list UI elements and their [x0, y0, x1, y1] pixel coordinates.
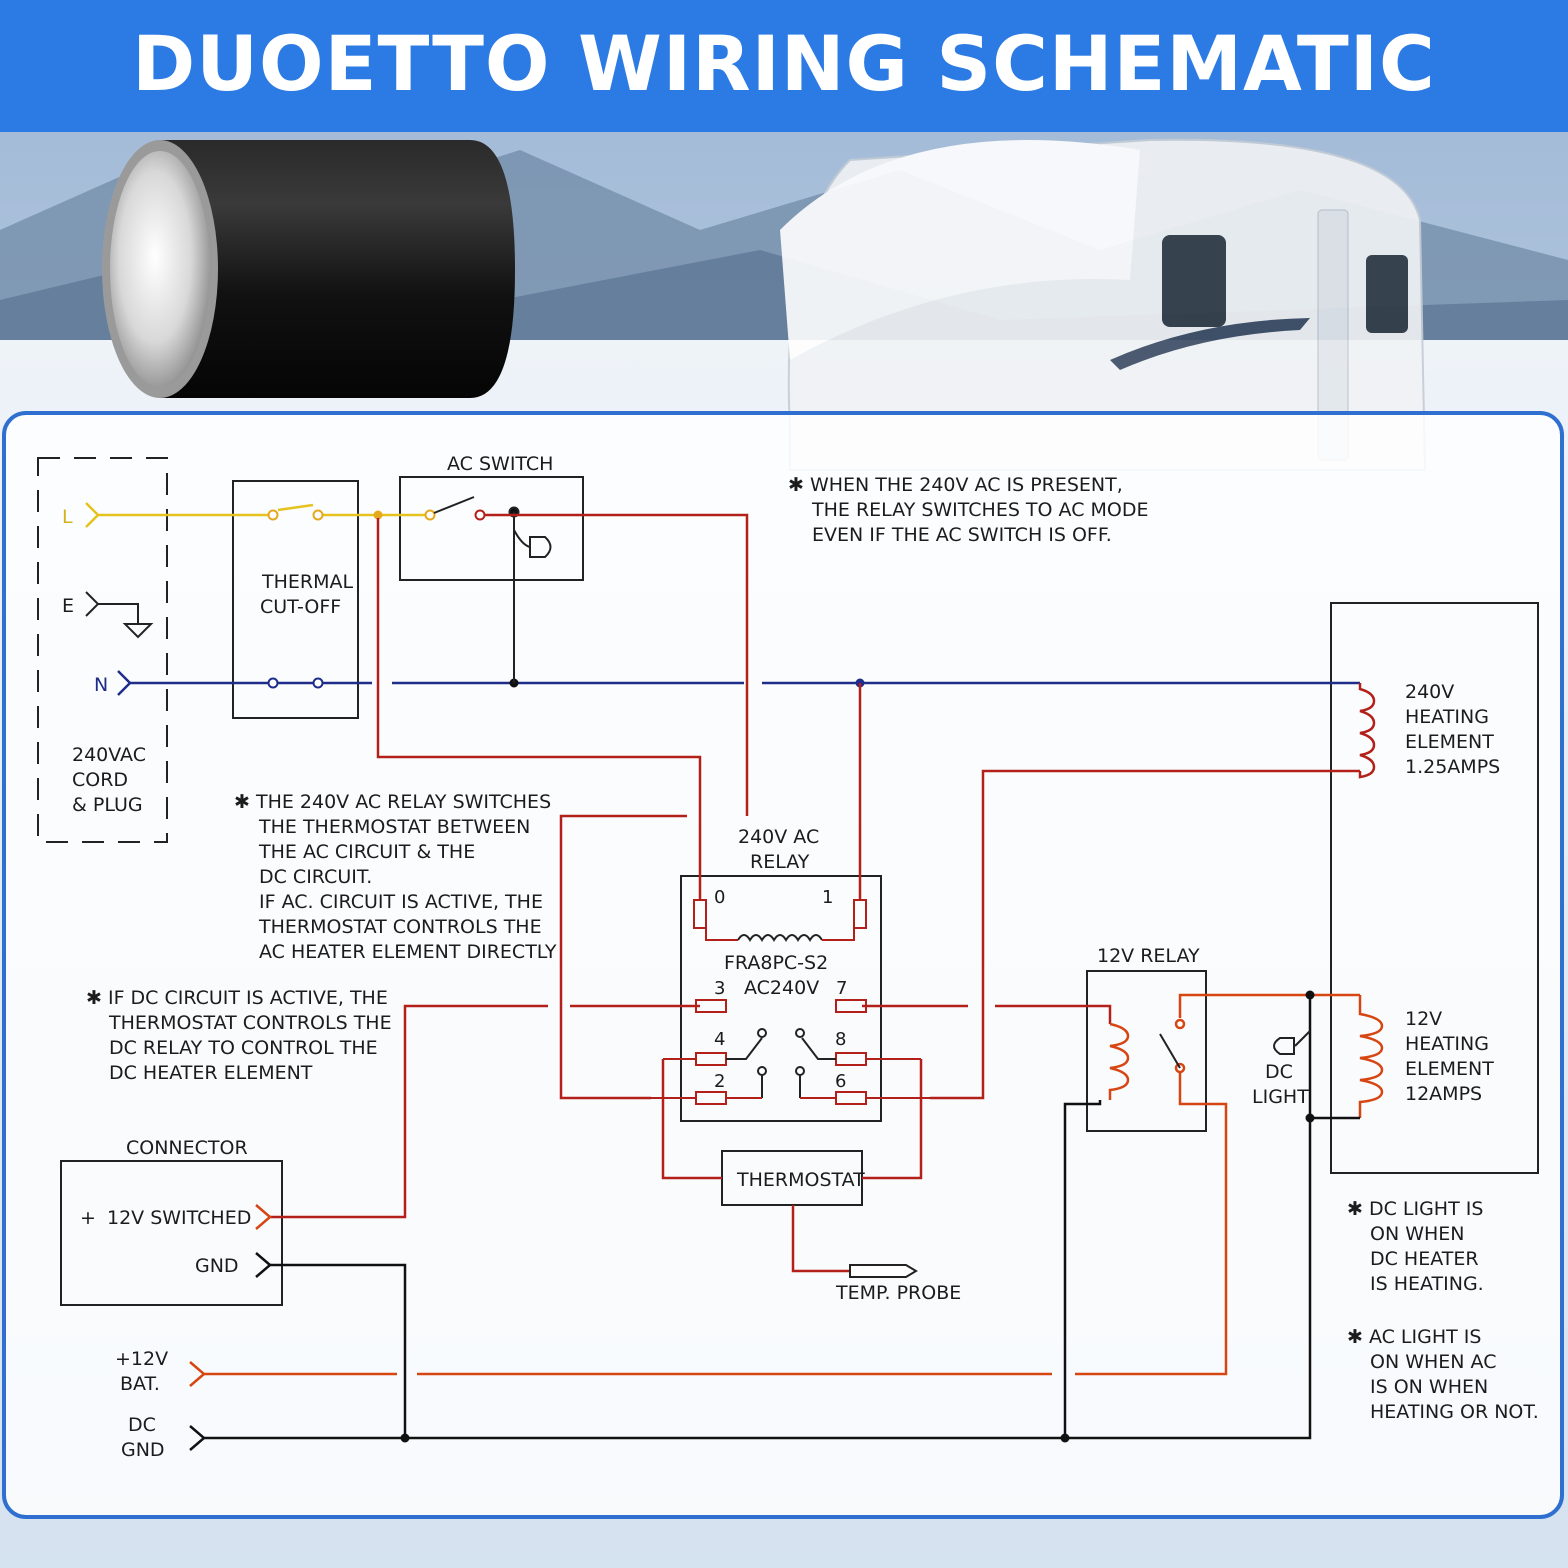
ac-relay-pin-0: 0: [714, 887, 725, 908]
ac-relay-pin-2: 2: [714, 1071, 725, 1092]
note-ac-mode-1: ✱ WHEN THE 240V AC IS PRESENT,: [788, 474, 1123, 496]
ac-relay-pin-6: 6: [835, 1071, 846, 1092]
connector-plus: +: [80, 1207, 96, 1229]
connector-label: CONNECTOR: [126, 1137, 248, 1159]
note-dc-4: DC HEATER ELEMENT: [109, 1062, 313, 1084]
note-dc-1: ✱ IF DC CIRCUIT IS ACTIVE, THE: [86, 987, 388, 1009]
note-relay-7: AC HEATER ELEMENT DIRECTLY: [259, 941, 557, 963]
dc-relay-box: [1086, 970, 1207, 1132]
note-dc-light-4: IS HEATING.: [1370, 1273, 1484, 1295]
diagram-panel: [2, 411, 1564, 1519]
live-contacts: [267, 509, 436, 521]
ac-relay-pin-4: 4: [714, 1029, 725, 1050]
ac-relay-model: FRA8PC-S2: [724, 952, 828, 974]
battery-gnd-label-1: DC: [128, 1414, 156, 1436]
heater-12v-label-1: 12V: [1405, 1008, 1442, 1030]
plug-terminal-live: L: [62, 506, 73, 528]
note-ac-light-2: ON WHEN AC: [1370, 1351, 1496, 1373]
note-ac-mode-2: THE RELAY SWITCHES TO AC MODE: [811, 499, 1149, 521]
thermal-cutoff-label-1: THERMAL: [261, 571, 353, 593]
thermostat-label: THERMOSTAT: [736, 1169, 865, 1191]
note-ac-light-1: ✱ AC LIGHT IS: [1347, 1326, 1481, 1348]
plug-label-2: CORD: [72, 769, 128, 791]
caravan-image: [780, 138, 1427, 471]
ac-relay-pin-7: 7: [836, 978, 847, 999]
dc-light-label-2: LIGHT: [1252, 1086, 1309, 1108]
ac-relay-label-1: 240V AC: [738, 826, 819, 848]
heater-240v-label-3: ELEMENT: [1405, 731, 1494, 753]
ac-wires: [270, 513, 1360, 1273]
note-dc-light-3: DC HEATER: [1370, 1248, 1479, 1270]
neutral-contacts: [267, 677, 324, 689]
ground-wires: [189, 995, 1360, 1451]
dc-relay-internals: [189, 993, 1360, 1387]
connector-gnd: GND: [195, 1255, 239, 1277]
earth-wire: [85, 591, 154, 639]
heater-12v-coil: [1358, 995, 1384, 1118]
heater-240v-coil: [1358, 683, 1376, 779]
ac-relay-pin-3: 3: [714, 978, 725, 999]
ac-relay-box: [680, 875, 882, 1122]
ac-light: [508, 506, 552, 683]
ground-junctions: [400, 990, 1315, 1443]
heater-240v-label-2: HEATING: [1405, 706, 1489, 728]
ac-relay-pin-1: 1: [822, 887, 833, 908]
heater-240v-label-4: 1.25AMPS: [1405, 756, 1500, 778]
note-relay-3: THE AC CIRCUIT & THE: [258, 841, 475, 863]
note-relay-1: ✱ THE 240V AC RELAY SWITCHES: [234, 791, 551, 813]
ac-relay-rating: AC240V: [744, 977, 819, 999]
dc-light-label-1: DC: [1265, 1061, 1293, 1083]
battery-gnd-label-2: GND: [121, 1439, 165, 1461]
heater-240v-label-1: 240V: [1405, 681, 1454, 703]
temp-probe-icon: [849, 1264, 918, 1278]
connector-terminals: [255, 1204, 272, 1278]
plug-label-3: & PLUG: [72, 794, 143, 816]
note-relay-6: THERMOSTAT CONTROLS THE: [258, 916, 542, 938]
heater-product-image: [102, 140, 515, 398]
note-relay-4: DC CIRCUIT.: [259, 866, 372, 888]
ac-switch-lever: [433, 496, 475, 514]
note-dc-3: DC RELAY TO CONTROL THE: [109, 1037, 378, 1059]
ac-relay-label-2: RELAY: [750, 851, 810, 873]
note-dc-light-2: ON WHEN: [1370, 1223, 1465, 1245]
page-title: DUOETTO WIRING SCHEMATIC: [132, 19, 1436, 108]
thermal-cutoff-label-2: CUT-OFF: [260, 596, 341, 618]
thermal-cutoff-box: [232, 480, 359, 719]
note-ac-light-3: IS ON WHEN: [1370, 1376, 1488, 1398]
heater-12v-label-3: ELEMENT: [1405, 1058, 1494, 1080]
ac-relay-internals: [651, 899, 930, 1105]
connector-switched: 12V SWITCHED: [107, 1207, 251, 1229]
live-junction: [373, 510, 383, 520]
note-ac-light-4: HEATING OR NOT.: [1370, 1401, 1539, 1423]
heater-12v-label-2: HEATING: [1405, 1033, 1489, 1055]
ac-relay-pin-8: 8: [835, 1029, 846, 1050]
title-banner: [0, 0, 1568, 132]
ac-switch-box: [399, 476, 584, 581]
connector-box: [60, 1160, 283, 1306]
ac-switch-label: AC SWITCH: [447, 453, 553, 475]
ac-switch-contact: [474, 509, 486, 521]
plug-terminal-neutral: N: [94, 674, 108, 696]
note-dc-2: THERMOSTAT CONTROLS THE: [108, 1012, 392, 1034]
note-dc-light-1: ✱ DC LIGHT IS: [1347, 1198, 1483, 1220]
battery-pos-label-1: +12V: [115, 1348, 168, 1370]
dc-light: [1273, 1030, 1311, 1055]
heater-240v-box: [1330, 602, 1539, 1174]
temp-probe-label: TEMP. PROBE: [835, 1282, 961, 1304]
dc-relay-label: 12V RELAY: [1097, 945, 1200, 967]
note-ac-mode-3: EVEN IF THE AC SWITCH IS OFF.: [812, 524, 1112, 546]
plug-box: [37, 457, 168, 843]
battery-pos-label-2: BAT.: [120, 1373, 160, 1395]
plug-label-1: 240VAC: [72, 744, 146, 766]
heater-12v-label-4: 12AMPS: [1405, 1083, 1482, 1105]
plug-terminal-earth: E: [62, 595, 74, 617]
note-relay-5: IF AC. CIRCUIT IS ACTIVE, THE: [259, 891, 543, 913]
note-relay-2: THE THERMOSTAT BETWEEN: [258, 816, 530, 838]
